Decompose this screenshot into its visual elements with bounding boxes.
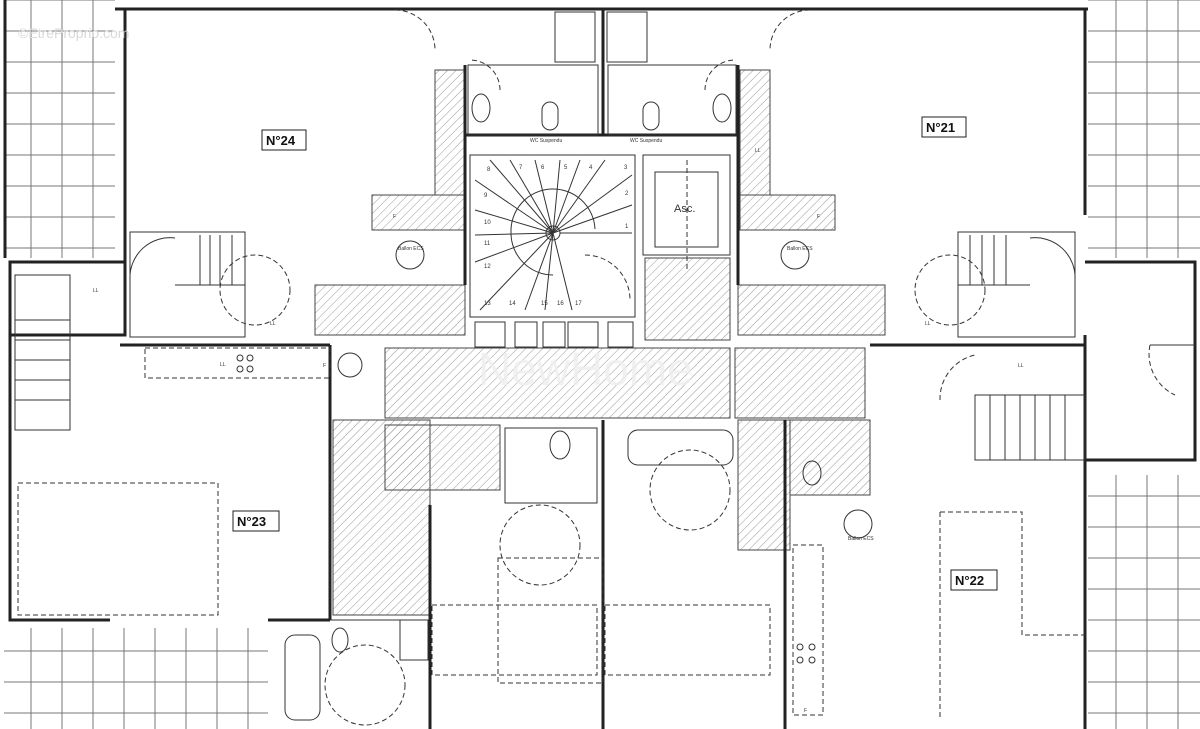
svg-text:LL: LL xyxy=(755,148,761,154)
svg-text:13: 13 xyxy=(484,301,491,307)
wc-label: WC Suspendu xyxy=(630,138,662,144)
stair-step-numbers: 1 2 3 4 5 6 7 8 9 10 11 12 13 14 15 16 1… xyxy=(484,165,629,307)
elevator-label: Asc. xyxy=(674,203,695,215)
svg-text:15: 15 xyxy=(541,301,548,307)
apartment-label-23: N°23 xyxy=(232,510,280,532)
svg-text:14: 14 xyxy=(509,301,516,307)
svg-text:F: F xyxy=(804,708,807,714)
svg-text:N°23: N°23 xyxy=(237,514,266,529)
svg-text:F: F xyxy=(393,214,396,220)
terrace-top-right xyxy=(1088,0,1200,258)
svg-text:F: F xyxy=(817,214,820,220)
terrace-bottom-right xyxy=(1088,475,1200,729)
apartment-label-22: N°22 xyxy=(950,569,998,591)
private-stairs xyxy=(14,231,1086,461)
watermark-brand: NewHome xyxy=(478,343,693,395)
svg-text:2: 2 xyxy=(625,191,629,197)
svg-text:LL: LL xyxy=(93,288,99,294)
svg-text:7: 7 xyxy=(519,165,523,171)
svg-text:LL: LL xyxy=(925,321,931,327)
terrace-bottom-left xyxy=(4,628,268,729)
svg-text:1: 1 xyxy=(625,224,629,230)
svg-text:N°22: N°22 xyxy=(955,573,984,588)
svg-text:5: 5 xyxy=(564,165,568,171)
svg-text:LL: LL xyxy=(1018,363,1024,369)
svg-text:8: 8 xyxy=(487,167,491,173)
staircase xyxy=(469,154,636,348)
svg-text:N°21: N°21 xyxy=(926,120,955,135)
svg-text:LL: LL xyxy=(270,321,276,327)
svg-text:3: 3 xyxy=(624,165,628,171)
svg-text:12: 12 xyxy=(484,264,491,270)
svg-text:9: 9 xyxy=(484,193,488,199)
svg-text:Ballon ECS: Ballon ECS xyxy=(848,536,874,542)
furniture xyxy=(17,240,1195,726)
svg-text:11: 11 xyxy=(484,241,491,247)
apartment-label-21: N°21 xyxy=(921,116,967,138)
svg-text:10: 10 xyxy=(484,220,491,226)
watermark-site: ©EtreProprio.com xyxy=(18,25,129,41)
apartment-label-24: N°24 xyxy=(261,129,307,151)
svg-text:LL: LL xyxy=(220,362,226,368)
bathrooms-top xyxy=(394,9,811,136)
svg-text:Ballon ECS: Ballon ECS xyxy=(787,246,813,252)
elevator xyxy=(642,154,731,270)
svg-text:F: F xyxy=(323,363,326,369)
svg-text:6: 6 xyxy=(541,165,545,171)
fixture-labels: Ballon ECS Ballon ECS Ballon ECS LL LL L… xyxy=(93,148,1024,714)
svg-text:N°24: N°24 xyxy=(266,133,296,148)
wc-label: WC Suspendu xyxy=(530,138,562,144)
svg-text:4: 4 xyxy=(589,165,593,171)
svg-text:17: 17 xyxy=(575,301,582,307)
svg-text:Ballon ECS: Ballon ECS xyxy=(398,246,424,252)
terrace-top-left xyxy=(3,0,115,258)
common-areas xyxy=(314,69,886,616)
svg-text:16: 16 xyxy=(557,301,564,307)
